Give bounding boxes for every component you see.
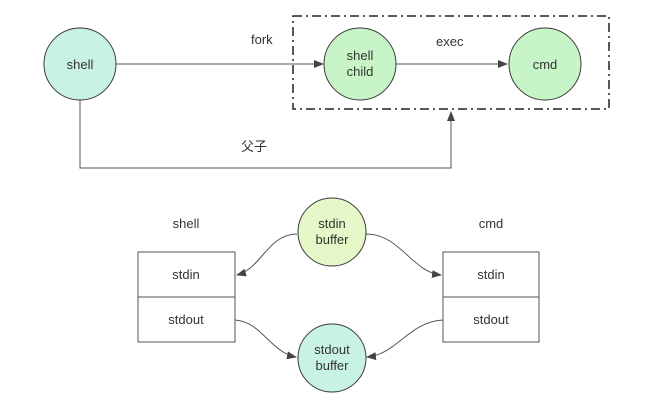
parent-child-edge bbox=[79, 100, 455, 169]
stdin-buffer-to-shell-stdin-edge bbox=[236, 233, 298, 277]
shell-stdout-to-stdout-buffer-edge bbox=[234, 319, 297, 360]
stdout-buffer-label-line2: buffer bbox=[315, 358, 349, 373]
shell-node: shell bbox=[43, 27, 117, 101]
cmd-node-label: cmd bbox=[533, 57, 558, 72]
child-process-boundary bbox=[292, 15, 610, 110]
parent-child-label: 父子 bbox=[241, 139, 267, 154]
stdin-buffer-to-cmd-stdin-edge bbox=[365, 233, 442, 279]
left-process-title: shell bbox=[173, 216, 200, 231]
stdout-buffer-label-line1: stdout bbox=[314, 342, 350, 357]
stdin-buffer-label-line2: buffer bbox=[315, 232, 349, 247]
shell-child-node: shell child bbox=[323, 27, 397, 101]
left-fd-table: stdin stdout bbox=[137, 251, 236, 343]
right-stdout-cell: stdout bbox=[473, 312, 509, 327]
stdout-buffer-node: stdout buffer bbox=[297, 323, 367, 393]
right-stdin-cell: stdin bbox=[477, 267, 504, 282]
shell-node-label: shell bbox=[67, 57, 94, 72]
right-process-title: cmd bbox=[479, 216, 504, 231]
exec-label: exec bbox=[436, 34, 464, 49]
cmd-node: cmd bbox=[508, 27, 582, 101]
stdin-buffer-node: stdin buffer bbox=[297, 197, 367, 267]
child-process-group bbox=[292, 15, 610, 110]
shell-child-label-line1: shell bbox=[347, 48, 374, 63]
shell-child-label-line2: child bbox=[347, 64, 374, 79]
stdin-buffer-label-line1: stdin bbox=[318, 216, 345, 231]
left-stdin-cell: stdin bbox=[172, 267, 199, 282]
fork-label: fork bbox=[251, 32, 273, 47]
right-fd-table: stdin stdout bbox=[442, 251, 540, 343]
cmd-stdout-to-stdout-buffer-edge bbox=[366, 319, 444, 361]
left-stdout-cell: stdout bbox=[168, 312, 204, 327]
